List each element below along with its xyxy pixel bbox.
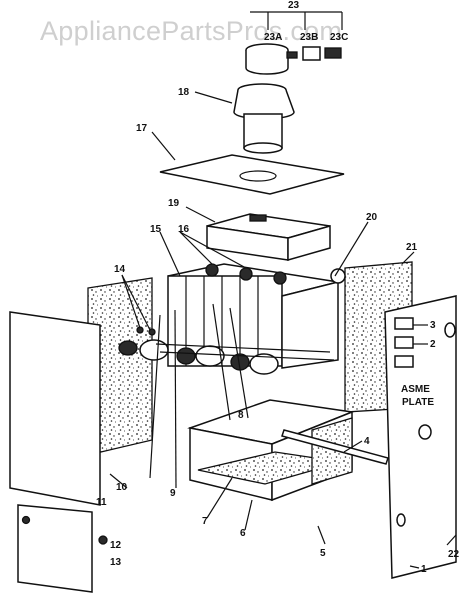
callout-23b: 23B [300,32,318,43]
callout-11: 11 [96,497,107,508]
callout-9: 9 [170,488,176,499]
callout-18: 18 [178,87,190,98]
callout-21: 21 [406,242,418,253]
callout-19: 19 [168,198,180,209]
callout-2: 2 [430,339,436,350]
callout-23: 23 [288,0,300,11]
part-13-lower-front-panel [17,504,108,593]
callout-16: 16 [178,224,190,235]
callout-23a: 23A [264,32,282,43]
callout-8: 8 [238,410,244,421]
callout-15: 15 [150,224,162,235]
callout-1: 1 [421,564,427,575]
callout-3: 3 [430,320,436,331]
part-4-insulation-block [311,417,353,485]
watermark: AppliancePartsPros.com [40,16,343,46]
asme-plate-line-1: ASME [401,384,430,395]
callout-7: 7 [202,516,208,527]
callout-6: 6 [240,528,246,539]
part-17-flue-plate [159,154,345,195]
callout-12: 12 [110,540,122,551]
callout-17: 17 [136,123,148,134]
burner-assembly [118,326,335,375]
callout-14: 14 [114,264,126,275]
part-11-left-jacket-panel [9,311,101,506]
asme-plate-line-2: PLATE [402,397,434,408]
callout-22: 22 [448,549,460,560]
part-23-vent-fittings [245,11,343,75]
callout-20: 20 [366,212,378,223]
callout-5: 5 [320,548,326,559]
callout-23c: 23C [330,32,348,43]
part-19-flue-box [206,213,331,261]
part-18-draft-hood [233,83,295,154]
leader-lines [109,91,457,569]
callout-labels: 23 23A 23B 23C 18 17 19 20 15 16 21 14 3… [96,0,460,575]
heat-exchanger-assembly [167,263,346,369]
callout-13: 13 [110,557,122,568]
callout-10: 10 [116,482,128,493]
part-1-front-jacket-panel: ASME PLATE [384,295,457,579]
callout-4: 4 [364,436,370,447]
part-5-strip [281,429,389,465]
